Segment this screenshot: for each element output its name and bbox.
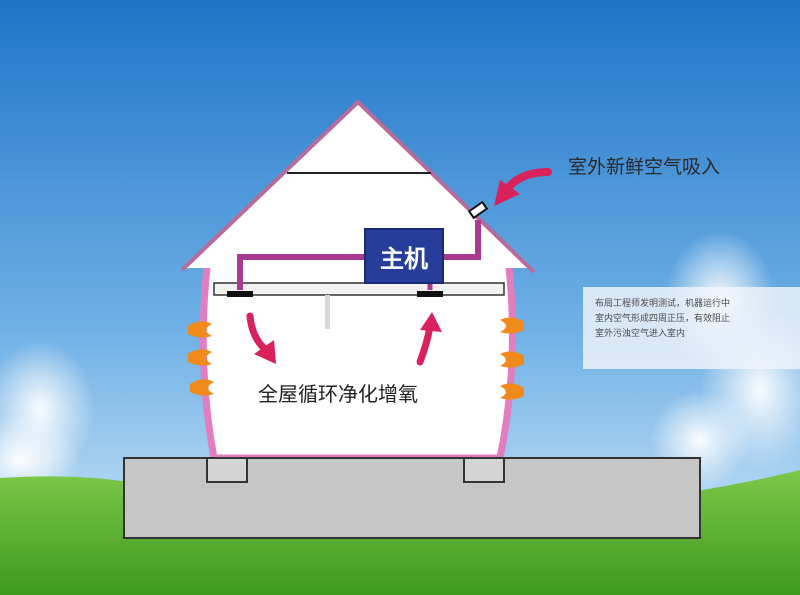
footing-right bbox=[463, 457, 505, 483]
heat-flame-icon bbox=[190, 379, 214, 396]
fresh-air-intake-label: 室外新鲜空气吸入 bbox=[568, 156, 721, 178]
host-unit-label: 主机 bbox=[380, 244, 428, 273]
heat-flame-icon bbox=[188, 321, 212, 338]
roof-intake-vent bbox=[467, 200, 489, 220]
footing-left bbox=[206, 457, 248, 483]
heat-flames-right bbox=[500, 317, 524, 400]
return-vent bbox=[417, 291, 443, 297]
intake-duct bbox=[444, 220, 481, 260]
attic bbox=[186, 104, 530, 268]
fresh-air-arrow-head-icon bbox=[494, 180, 520, 206]
heat-flame-icon bbox=[188, 349, 212, 366]
heat-flame-icon bbox=[500, 383, 524, 400]
heat-flame-icon bbox=[500, 317, 524, 334]
heat-flame-icon bbox=[500, 351, 524, 368]
description-note: 布局工程师发明测试，机器运行中 室内空气形成四周正压，有效阻止 室外污浊空气进入… bbox=[583, 287, 800, 369]
whole-house-circulation-label: 全屋循环净化增氧 bbox=[258, 382, 418, 406]
ceiling-hanger bbox=[325, 295, 330, 329]
supply-vent bbox=[227, 291, 253, 297]
down-arrow-head-icon bbox=[254, 340, 276, 364]
supply-duct bbox=[237, 254, 364, 290]
ceiling-board bbox=[213, 282, 505, 296]
note-line: 室内空气形成四周正压，有效阻止 bbox=[595, 314, 731, 324]
up-arrow-head-icon bbox=[420, 312, 442, 332]
heat-flames-left bbox=[188, 321, 214, 396]
host-unit-box: 主机 bbox=[364, 228, 444, 284]
note-line: 布局工程师发明测试，机器运行中 bbox=[595, 299, 731, 309]
note-line: 室外污浊空气进入室内 bbox=[595, 329, 686, 339]
